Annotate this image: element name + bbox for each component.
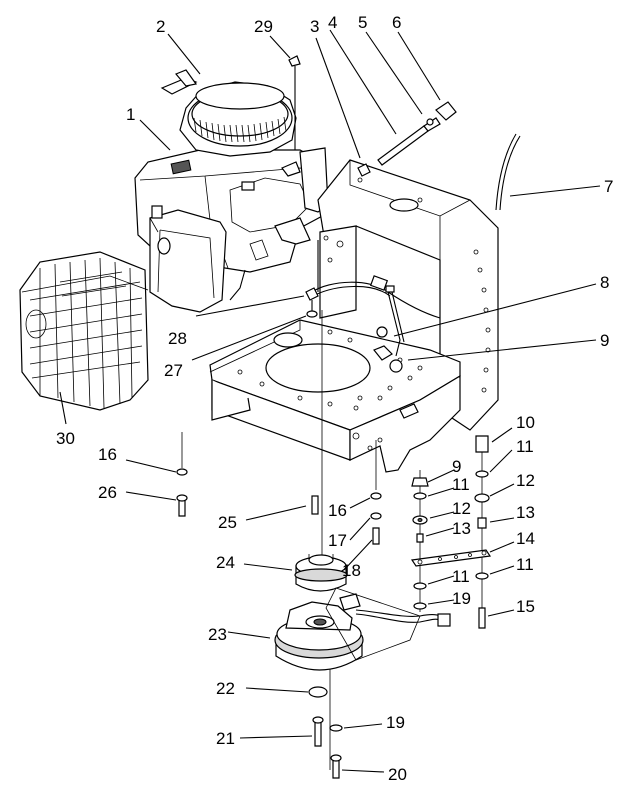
callout-25: 25 [218, 513, 237, 532]
callout-22: 22 [216, 679, 235, 698]
left-hardware [176, 432, 188, 517]
callout-24: 24 [216, 553, 235, 572]
callout-3: 3 [310, 17, 319, 36]
callout-20: 20 [388, 765, 407, 784]
callout-16-center: 16 [328, 501, 347, 520]
leader-lines [59, 29, 601, 773]
pulley [294, 554, 348, 592]
electric-clutch [274, 587, 451, 671]
callout-7: 7 [604, 177, 613, 196]
callout-18: 18 [342, 561, 361, 580]
callout-6: 6 [392, 13, 401, 32]
callout-27: 27 [164, 361, 183, 380]
callout-5: 5 [358, 13, 367, 32]
callout-labels: 1 2 29 3 4 5 6 7 8 9 28 27 30 16 26 10 1… [56, 13, 613, 784]
engine-deck-frame [209, 159, 499, 473]
callout-17: 17 [328, 531, 347, 550]
callout-9-stack: 9 [452, 457, 461, 476]
clutch-hardware [308, 686, 343, 779]
callout-30: 30 [56, 429, 75, 448]
clutch-stop-hardware [410, 435, 492, 629]
callout-15: 15 [516, 597, 535, 616]
callout-11-c: 11 [516, 555, 534, 574]
wire-harness [311, 133, 521, 373]
callout-11-b: 11 [452, 475, 470, 494]
callout-8: 8 [600, 273, 609, 292]
callout-21: 21 [216, 729, 235, 748]
callout-19-bottom: 19 [386, 713, 405, 732]
callout-11-a: 11 [516, 437, 534, 456]
callout-26: 26 [98, 483, 117, 502]
callout-2: 2 [156, 17, 165, 36]
callout-12-b: 12 [452, 499, 471, 518]
callout-4: 4 [328, 13, 337, 32]
callout-28: 28 [168, 329, 187, 348]
callout-12-a: 12 [516, 471, 535, 490]
muffler [149, 205, 227, 313]
throttle-cable-parts [357, 101, 457, 177]
callout-14: 14 [516, 529, 535, 548]
engine-bolts [305, 240, 319, 318]
callout-13-a: 13 [516, 503, 535, 522]
callout-10: 10 [516, 413, 535, 432]
callout-1: 1 [126, 105, 135, 124]
key [311, 495, 319, 515]
callout-9: 9 [600, 331, 609, 350]
callout-16-left: 16 [98, 445, 117, 464]
center-hardware [370, 440, 382, 545]
callout-13-b: 13 [452, 519, 471, 538]
callout-29: 29 [254, 17, 273, 36]
callout-19-right: 19 [452, 589, 471, 608]
callout-23: 23 [208, 625, 227, 644]
callout-11-d: 11 [452, 567, 470, 586]
muffler-guard [19, 251, 149, 411]
